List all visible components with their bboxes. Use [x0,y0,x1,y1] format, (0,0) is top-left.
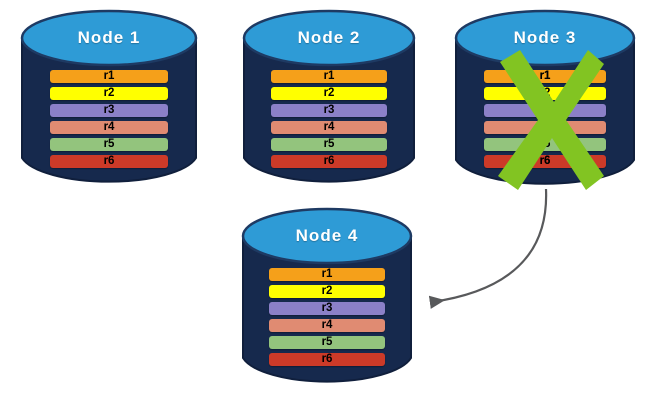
node-4[interactable]: Node 4 r1 r2 r3 r4 r5 r6 [241,206,413,390]
record-label: r6 [321,353,333,365]
record-label: r5 [323,138,335,150]
record-label: r6 [539,155,551,167]
replication-arrow-path [428,188,548,309]
record-label: r4 [321,319,333,331]
record-r5[interactable]: r5 [50,138,168,151]
record-label: r5 [103,138,115,150]
record-r2[interactable]: r2 [269,285,385,298]
record-r5[interactable]: r5 [271,138,387,151]
record-r1[interactable]: r1 [484,70,606,83]
node-1[interactable]: Node 1 r1 r2 r3 r4 r5 r6 [20,8,198,188]
record-label: r3 [103,104,115,116]
record-r1[interactable]: r1 [269,268,385,281]
record-label: r3 [323,104,335,116]
record-label: r2 [321,285,333,297]
record-r4[interactable]: r4 [271,121,387,134]
record-r2[interactable]: r2 [484,87,606,100]
record-r3[interactable]: r3 [484,104,606,117]
record-r2[interactable]: r2 [50,87,168,100]
record-label: r5 [321,336,333,348]
record-r4[interactable]: r4 [269,319,385,332]
record-r3[interactable]: r3 [50,104,168,117]
record-label: r3 [539,104,551,116]
record-label: r4 [323,121,335,133]
record-r1[interactable]: r1 [50,70,168,83]
record-r6[interactable]: r6 [271,155,387,168]
node-3-records: r1 r2 r3 r4 r5 r6 [454,70,636,168]
record-label: r1 [321,268,333,280]
record-label: r6 [103,155,115,167]
record-r1[interactable]: r1 [271,70,387,83]
record-label: r5 [539,138,551,150]
record-r4[interactable]: r4 [50,121,168,134]
record-r2[interactable]: r2 [271,87,387,100]
node-1-records: r1 r2 r3 r4 r5 r6 [20,70,198,168]
record-label: r1 [323,70,335,82]
record-label: r1 [539,70,551,82]
record-label: r6 [323,155,335,167]
record-label: r2 [323,87,335,99]
node-3[interactable]: Node 3 r1 r2 r3 r4 r5 r6 r1 r6 [454,8,636,190]
record-label: r4 [539,121,551,133]
record-label: r1 [103,70,115,82]
node-4-records: r1 r2 r3 r4 r5 r6 [241,268,413,366]
record-r6[interactable]: r6 [50,155,168,168]
record-r5[interactable]: r5 [269,336,385,349]
node-2-records: r1 r2 r3 r4 r5 r6 [242,70,416,168]
record-label: r4 [103,121,115,133]
record-label: r2 [103,87,115,99]
node-2[interactable]: Node 2 r1 r2 r3 r4 r5 r6 [242,8,416,188]
record-r4[interactable]: r4 [484,121,606,134]
record-label: r3 [321,302,333,314]
record-label: r2 [539,87,551,99]
record-r5[interactable]: r5 [484,138,606,151]
record-r6[interactable]: r6 [484,155,606,168]
record-r6[interactable]: r6 [269,353,385,366]
record-r3[interactable]: r3 [269,302,385,315]
record-r3[interactable]: r3 [271,104,387,117]
